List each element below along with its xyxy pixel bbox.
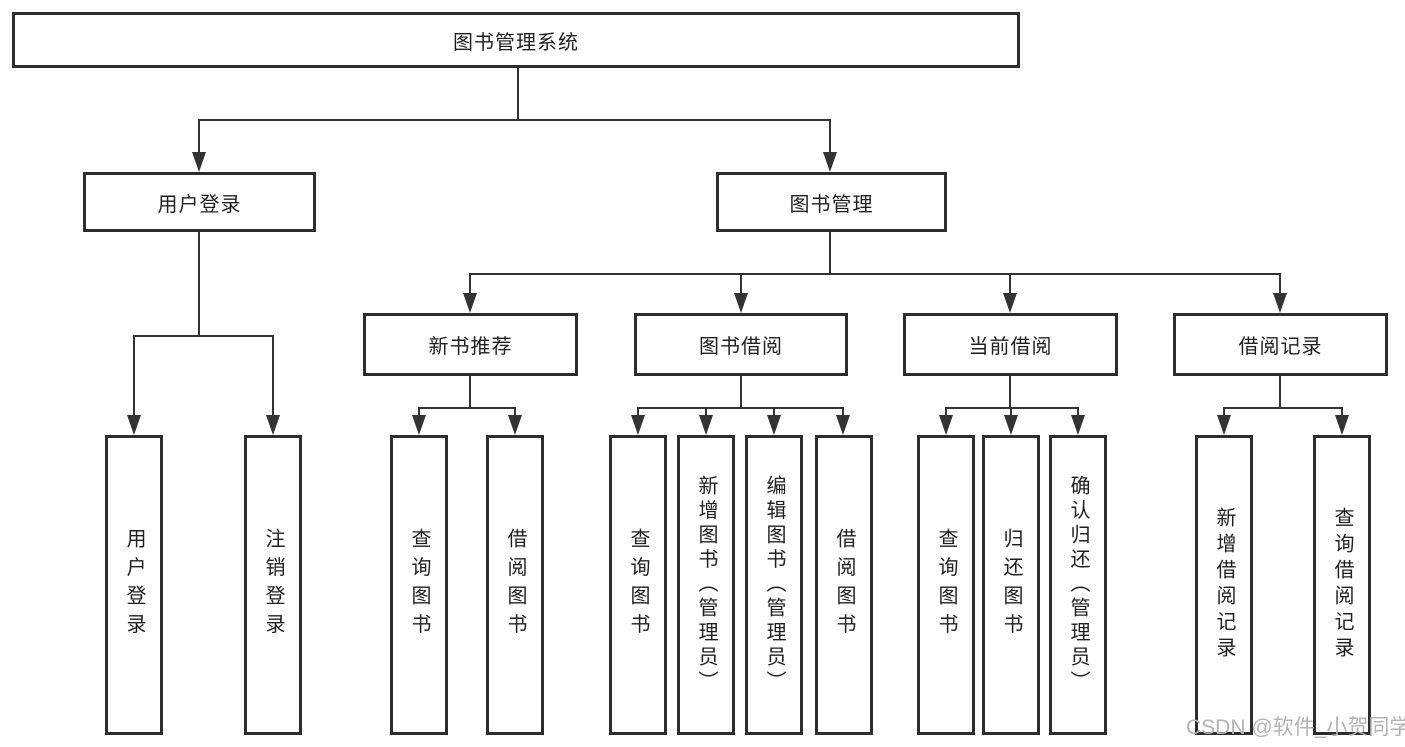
node-label: 借阅记录: [1238, 336, 1323, 358]
arrow-down-icon: [699, 415, 713, 435]
connector-line: [705, 407, 707, 417]
connector-line: [829, 119, 831, 155]
node-label: 注销登录: [262, 528, 284, 642]
connector-line: [418, 407, 420, 417]
connector-line: [1077, 407, 1079, 417]
connector-line: [773, 407, 775, 417]
node-label: 归还图书: [1000, 528, 1022, 642]
connector-line: [1279, 376, 1281, 408]
node-book-management: 图书管理: [716, 172, 947, 232]
node-library-management-system: 图书管理系统: [12, 12, 1020, 68]
leaf-records-add-borrow-record: 新增借阅记录: [1195, 435, 1253, 735]
arrow-down-icon: [631, 415, 645, 435]
leaf-borrowing-borrow-book: 借阅图书: [815, 435, 873, 735]
leaf-borrowing-add-book-admin: 新增图书（管理员）: [677, 435, 735, 735]
connector-line: [514, 407, 516, 417]
leaf-current-return-book: 归还图书: [982, 435, 1040, 735]
connector-line: [198, 119, 831, 121]
connector-line: [637, 407, 639, 417]
node-label: 新增图书（管理员）: [695, 475, 717, 695]
arrow-down-icon: [939, 415, 953, 435]
leaf-current-query-book: 查询图书: [917, 435, 975, 735]
connector-line: [133, 335, 135, 417]
arrow-down-icon: [266, 415, 280, 435]
node-label: 图书借阅: [699, 336, 783, 358]
connector-line: [198, 232, 200, 337]
connector-line: [945, 407, 1079, 409]
connector-line: [469, 273, 1281, 275]
node-label: 查询图书: [627, 528, 649, 642]
connector-line: [517, 68, 519, 121]
connector-line: [1009, 376, 1011, 408]
arrow-down-icon: [192, 152, 206, 172]
arrow-down-icon: [734, 293, 748, 313]
node-label: 新书推荐: [428, 336, 513, 358]
node-label: 借阅图书: [833, 528, 855, 642]
connector-line: [133, 335, 274, 337]
node-label: 图书管理系统: [453, 31, 579, 54]
leaf-recommend-query-book: 查询图书: [390, 435, 448, 735]
node-label: 图书管理: [789, 193, 874, 216]
node-label: 查询图书: [935, 528, 957, 642]
leaf-logout-login: 注销登录: [244, 435, 302, 735]
connector-line: [272, 335, 274, 417]
connector-line: [1341, 407, 1343, 417]
connector-line: [469, 376, 471, 408]
connector-line: [198, 119, 200, 155]
node-borrowing-records: 借阅记录: [1173, 313, 1388, 376]
node-label: 用户登录: [157, 193, 242, 216]
node-label: 新增借阅记录: [1213, 507, 1235, 663]
arrow-down-icon: [1003, 293, 1017, 313]
node-label: 编辑图书（管理员）: [763, 475, 785, 695]
arrow-down-icon: [508, 415, 522, 435]
connector-line: [945, 407, 947, 417]
connector-line: [637, 407, 844, 409]
leaf-records-query-borrow-record: 查询借阅记录: [1313, 435, 1371, 735]
connector-line: [1279, 273, 1281, 295]
leaf-current-confirm-return-admin: 确认归还（管理员）: [1049, 435, 1107, 735]
arrow-down-icon: [1273, 293, 1287, 313]
connector-line: [829, 232, 831, 275]
connector-line: [418, 407, 516, 409]
connector-line: [1223, 407, 1225, 417]
leaf-borrowing-query-book: 查询图书: [609, 435, 667, 735]
arrow-down-icon: [1071, 415, 1085, 435]
connector-line: [1223, 407, 1343, 409]
node-label: 确认归还（管理员）: [1067, 475, 1089, 695]
connector-line: [740, 376, 742, 408]
arrow-down-icon: [1217, 415, 1231, 435]
arrow-down-icon: [127, 415, 141, 435]
node-label: 当前借阅: [968, 336, 1053, 358]
arrow-down-icon: [823, 152, 837, 172]
node-current-borrowing: 当前借阅: [903, 313, 1118, 376]
leaf-recommend-borrow-book: 借阅图书: [486, 435, 544, 735]
connector-line: [1009, 273, 1011, 295]
connector-line: [842, 407, 844, 417]
arrow-down-icon: [1335, 415, 1349, 435]
connector-line: [740, 273, 742, 295]
connector-line: [1010, 407, 1012, 417]
node-book-borrowing: 图书借阅: [634, 313, 848, 376]
arrow-down-icon: [836, 415, 850, 435]
node-label: 查询图书: [408, 528, 430, 642]
leaf-user-login: 用户登录: [105, 435, 163, 735]
node-label: 查询借阅记录: [1331, 507, 1353, 663]
connector-line: [469, 273, 471, 295]
leaf-borrowing-edit-book-admin: 编辑图书（管理员）: [745, 435, 803, 735]
node-label: 用户登录: [123, 528, 145, 642]
csdn-watermark: CSDN @软件_小贺同学: [1186, 716, 1405, 739]
arrow-down-icon: [1004, 415, 1018, 435]
arrow-down-icon: [767, 415, 781, 435]
arrow-down-icon: [463, 293, 477, 313]
arrow-down-icon: [412, 415, 426, 435]
node-label: 借阅图书: [504, 528, 526, 642]
node-user-login: 用户登录: [83, 172, 316, 232]
node-new-book-recommend: 新书推荐: [363, 313, 578, 376]
